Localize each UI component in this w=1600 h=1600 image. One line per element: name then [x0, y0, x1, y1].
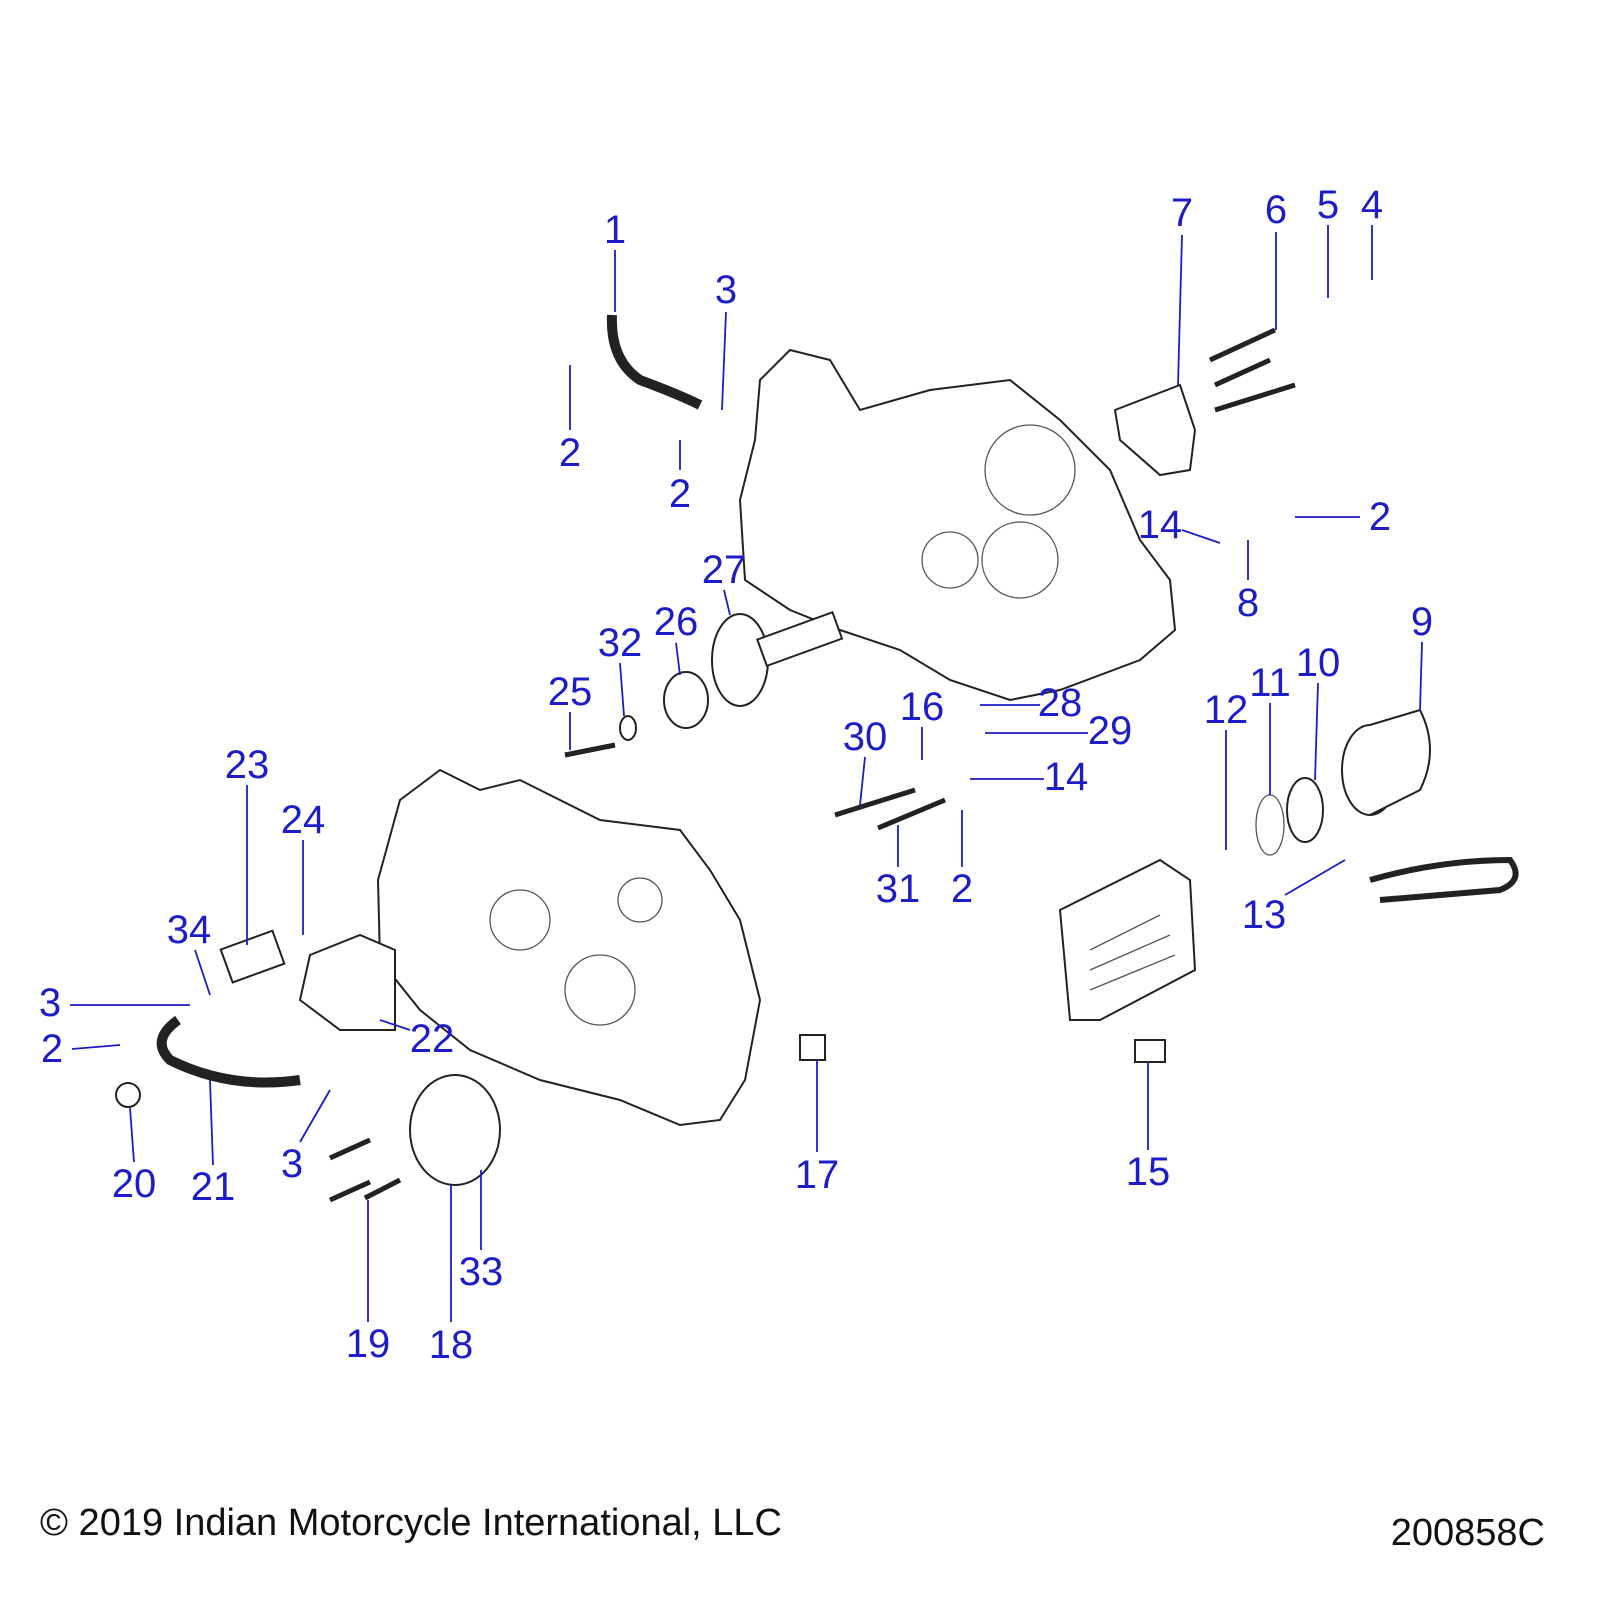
callout-28[interactable]: 28 [1037, 681, 1083, 725]
callout-34[interactable]: 34 [166, 908, 212, 952]
drain-plug [115, 1082, 141, 1108]
fitting [1134, 1039, 1166, 1063]
leader-line-7 [1177, 234, 1183, 386]
callout-12[interactable]: 12 [1203, 688, 1249, 732]
callout-6[interactable]: 6 [1264, 188, 1288, 232]
leader-line-32 [619, 662, 625, 717]
o-ring [1255, 794, 1285, 856]
leader-line-14 [1181, 529, 1221, 544]
callout-9[interactable]: 9 [1410, 600, 1434, 644]
bolts [328, 327, 1296, 1203]
callout-27[interactable]: 27 [701, 548, 747, 592]
callout-2[interactable]: 2 [1368, 495, 1392, 539]
callout-15[interactable]: 15 [1125, 1150, 1171, 1194]
callout-14[interactable]: 14 [1043, 755, 1089, 799]
callout-32[interactable]: 32 [597, 621, 643, 665]
callout-3[interactable]: 3 [38, 981, 62, 1025]
crankcase-left-half [376, 768, 762, 1127]
callout-26[interactable]: 26 [653, 600, 699, 644]
callout-3[interactable]: 3 [714, 268, 738, 312]
leader-line-10 [1314, 682, 1319, 781]
oil-tube-upper [606, 314, 703, 410]
callout-22[interactable]: 22 [409, 1017, 455, 1061]
leader-line-34 [194, 949, 211, 996]
drawing-number: 200858C [1390, 1512, 1545, 1554]
bearing [663, 671, 709, 729]
callout-25[interactable]: 25 [547, 670, 593, 714]
callout-11[interactable]: 11 [1249, 661, 1291, 705]
callout-18[interactable]: 18 [428, 1323, 474, 1367]
callout-10[interactable]: 10 [1295, 641, 1341, 685]
callout-16[interactable]: 16 [899, 685, 945, 729]
callout-5[interactable]: 5 [1316, 183, 1340, 227]
leader-line-22 [379, 1019, 411, 1031]
callout-31[interactable]: 31 [875, 867, 921, 911]
callout-23[interactable]: 23 [224, 743, 270, 787]
idler-gear [711, 610, 844, 707]
oil-cooler [1058, 858, 1197, 1021]
leader-lines [70, 225, 1423, 1322]
callout-24[interactable]: 24 [280, 798, 326, 842]
leader-line-2 [71, 1044, 121, 1050]
callout-20[interactable]: 20 [111, 1162, 157, 1206]
callout-3[interactable]: 3 [280, 1142, 304, 1186]
filter-adapter [1286, 777, 1324, 843]
callout-29[interactable]: 29 [1087, 709, 1133, 753]
cooler-lines [1369, 856, 1519, 903]
callout-14[interactable]: 14 [1137, 503, 1183, 547]
callout-8[interactable]: 8 [1236, 581, 1260, 625]
callout-2[interactable]: 2 [950, 867, 974, 911]
crankcase-right-half [738, 348, 1177, 702]
callout-1[interactable]: 1 [603, 208, 627, 252]
leader-line-21 [209, 1079, 214, 1166]
leader-line-20 [129, 1107, 135, 1163]
copyright-notice: © 2019 Indian Motorcycle International, … [40, 1502, 782, 1544]
oil-pump-assembly [409, 1074, 501, 1186]
leader-line-9 [1419, 641, 1423, 711]
callout-21[interactable]: 21 [190, 1165, 236, 1209]
leader-line-30 [859, 756, 866, 806]
leader-line-26 [675, 642, 681, 676]
leader-line-3 [721, 311, 727, 411]
callout-2[interactable]: 2 [40, 1027, 64, 1071]
callout-33[interactable]: 33 [458, 1250, 504, 1294]
oil-tube-lower [156, 1015, 301, 1088]
oil-pump-cover [1113, 383, 1197, 477]
washer [619, 715, 637, 741]
oil-filter [1341, 708, 1431, 816]
sensor [799, 1034, 826, 1061]
callout-4[interactable]: 4 [1360, 183, 1384, 227]
leader-line-3 [299, 1089, 331, 1143]
leader-line-13 [1284, 859, 1346, 896]
callout-19[interactable]: 19 [345, 1322, 391, 1366]
baffle-plate [298, 933, 396, 1031]
callout-2[interactable]: 2 [668, 472, 692, 516]
callout-30[interactable]: 30 [842, 715, 888, 759]
callout-17[interactable]: 17 [794, 1153, 840, 1197]
screen [219, 929, 286, 984]
callout-7[interactable]: 7 [1170, 191, 1194, 235]
callout-2[interactable]: 2 [558, 431, 582, 475]
callout-13[interactable]: 13 [1241, 893, 1287, 937]
leader-line-27 [723, 589, 731, 616]
